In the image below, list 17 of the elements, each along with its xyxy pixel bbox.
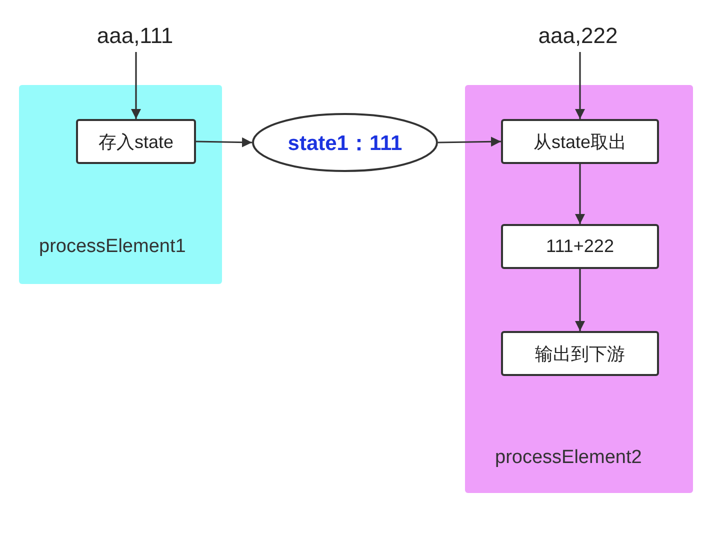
arrow: [131, 52, 141, 119]
arrow: [575, 164, 585, 224]
arrow: [196, 137, 252, 148]
process-box: 存入state: [76, 119, 196, 164]
panel-label: processElement2: [495, 447, 642, 469]
process-box: 从state取出: [501, 119, 659, 164]
process-box: 输出到下游: [501, 331, 659, 376]
state-ellipse: state1：111: [252, 113, 438, 172]
arrow: [438, 136, 502, 147]
input-label: aaa,111: [85, 20, 185, 52]
panel: [465, 85, 693, 493]
input-label: aaa,222: [528, 20, 628, 52]
process-box: 111+222: [501, 224, 659, 269]
arrow: [575, 52, 585, 119]
panel-label: processElement1: [39, 236, 186, 258]
panel: [19, 85, 222, 284]
arrow: [575, 269, 585, 331]
